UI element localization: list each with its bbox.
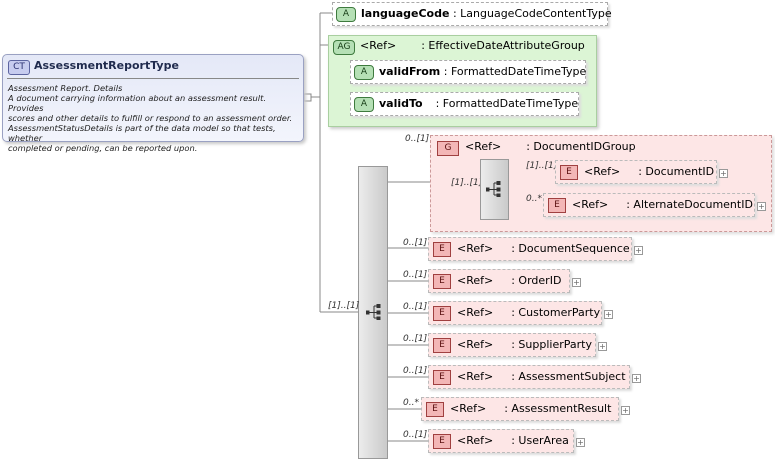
element-badge: E — [426, 402, 444, 417]
group-ref: <Ref> — [465, 140, 502, 153]
element-ref: <Ref> — [457, 242, 494, 255]
element-ref: <Ref> — [450, 402, 487, 415]
element-name: : AssessmentSubject — [511, 370, 626, 383]
element-cardinality: 0..[1] — [403, 366, 428, 376]
element-badge: E — [433, 370, 451, 385]
element-document-sequence[interactable]: E <Ref> : DocumentSequence — [428, 237, 632, 261]
expand-icon[interactable]: + — [632, 374, 641, 383]
element-ref: <Ref> — [457, 274, 494, 287]
attribute-type: : FormattedDateTimeType — [443, 65, 587, 78]
complex-type-documentation: Assessment Report. Details A document ca… — [8, 83, 300, 153]
element-ref: <Ref> — [457, 338, 494, 351]
expand-icon[interactable]: + — [757, 202, 766, 211]
element-supplier-party[interactable]: E <Ref> : SupplierParty — [428, 333, 596, 357]
expand-icon[interactable]: + — [604, 310, 613, 319]
element-cardinality: 0..* — [526, 194, 542, 204]
element-ref: <Ref> — [584, 165, 621, 178]
element-cardinality: 0..[1] — [403, 430, 428, 440]
doc-line: completed or pending, can be reported up… — [8, 143, 198, 153]
element-badge: E — [433, 242, 451, 257]
element-name: : DocumentSequence — [511, 242, 630, 255]
expand-icon[interactable]: + — [719, 169, 728, 178]
element-name: : AssessmentResult — [504, 402, 612, 415]
element-ref: <Ref> — [457, 306, 494, 319]
attribute-badge: A — [354, 97, 374, 112]
element-alternate-document-id[interactable]: E <Ref> : AlternateDocumentID — [543, 193, 755, 217]
element-badge: E — [433, 306, 451, 321]
attribute-name: validFrom — [379, 65, 441, 78]
element-name: : DocumentID — [638, 165, 715, 178]
element-customer-party[interactable]: E <Ref> : CustomerParty — [428, 301, 602, 325]
doc-title: Assessment Report. Details — [8, 83, 123, 93]
element-document-id[interactable]: E <Ref> : DocumentID — [555, 160, 717, 184]
attribute-type: : FormattedDateTimeType — [435, 97, 579, 110]
element-name: : OrderID — [511, 274, 562, 287]
expand-icon[interactable]: + — [576, 438, 585, 447]
element-cardinality: 0..[1] — [403, 302, 428, 312]
attribute-type: : LanguageCodeContentType — [452, 7, 612, 20]
attribute-group-name: : EffectiveDateAttributeGroup — [421, 39, 585, 52]
attribute-language-code[interactable]: A languageCode : LanguageCodeContentType — [332, 2, 612, 26]
element-cardinality: 0..* — [403, 398, 419, 408]
attribute-badge: A — [354, 65, 374, 80]
attribute-name: validTo — [379, 97, 423, 110]
attribute-valid-to[interactable]: A validTo : FormattedDateTimeType — [350, 92, 579, 116]
element-name: : AlternateDocumentID — [626, 198, 753, 211]
element-user-area[interactable]: E <Ref> : UserArea — [428, 429, 574, 453]
element-ref: <Ref> — [457, 434, 494, 447]
element-name: : SupplierParty — [511, 338, 592, 351]
sequence-icon — [485, 181, 502, 200]
group-sequence-cardinality: [1]..[1] — [451, 178, 483, 188]
expand-icon[interactable]: + — [572, 278, 581, 287]
expand-icon[interactable]: + — [598, 342, 607, 351]
complex-type-divider — [7, 78, 299, 79]
complex-type-header: CT AssessmentReportType — [3, 55, 303, 79]
element-assessment-result[interactable]: E <Ref> : AssessmentResult — [421, 397, 619, 421]
element-cardinality: 0..[1] — [403, 334, 428, 344]
element-name: : UserArea — [511, 434, 569, 447]
group-sequence-compositor[interactable] — [480, 159, 509, 220]
element-badge: E — [433, 434, 451, 449]
attribute-group-ref: <Ref> — [360, 39, 397, 52]
element-ref: <Ref> — [457, 370, 494, 383]
element-badge: E — [560, 165, 578, 180]
element-ref: <Ref> — [572, 198, 609, 211]
doc-line: AssessmentStatusDetails is part of the d… — [8, 123, 276, 143]
expand-icon[interactable]: + — [634, 246, 643, 255]
doc-line: A document carrying information about an… — [8, 93, 266, 113]
element-order-id[interactable]: E <Ref> : OrderID — [428, 269, 570, 293]
element-assessment-subject[interactable]: E <Ref> : AssessmentSubject — [428, 365, 630, 389]
group-name: : DocumentIDGroup — [526, 140, 636, 153]
attribute-name: languageCode — [361, 7, 450, 20]
group-badge: G — [437, 141, 459, 156]
doc-line: scores and other details to fulfill or r… — [8, 113, 293, 123]
group-cardinality: 0..[1] — [405, 134, 430, 144]
sequence-cardinality: [1]..[1] — [328, 301, 360, 311]
sequence-icon — [365, 304, 382, 323]
element-cardinality: [1]..[1] — [526, 161, 558, 171]
complex-type-name: AssessmentReportType — [34, 59, 179, 72]
complex-type-box[interactable]: CT AssessmentReportType Assessment Repor… — [2, 54, 304, 153]
attribute-valid-from[interactable]: A validFrom : FormattedDateTimeType — [350, 60, 586, 84]
sequence-compositor[interactable] — [358, 166, 388, 459]
complex-type-badge: CT — [8, 60, 30, 75]
element-name: : CustomerParty — [511, 306, 601, 319]
element-badge: E — [548, 198, 566, 213]
element-cardinality: 0..[1] — [403, 270, 428, 280]
expand-icon[interactable]: + — [621, 406, 630, 415]
attribute-badge: A — [336, 7, 356, 22]
element-badge: E — [433, 338, 451, 353]
element-cardinality: 0..[1] — [403, 238, 428, 248]
attribute-group-badge: AG — [333, 40, 355, 55]
element-badge: E — [433, 274, 451, 289]
